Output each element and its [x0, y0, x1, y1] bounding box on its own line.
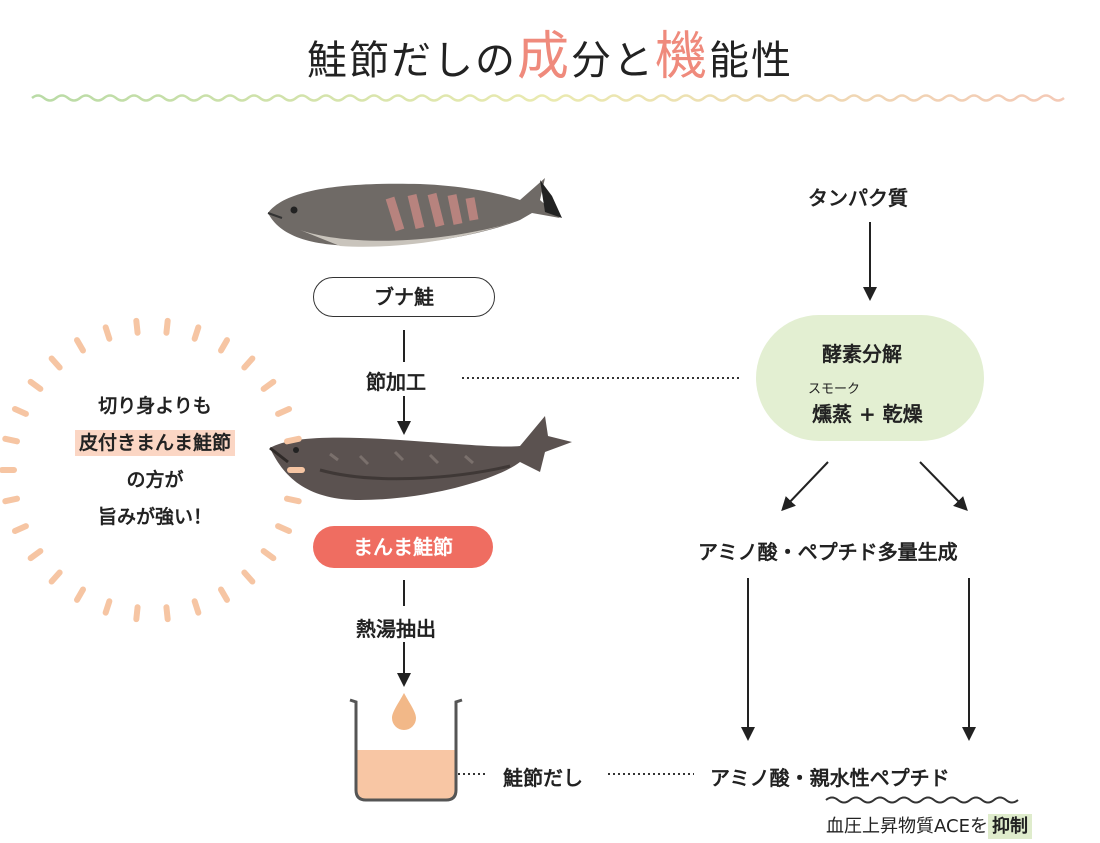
sunburst-ray	[27, 548, 44, 562]
bubble-line-2: 皮付きまんま鮭節	[74, 430, 235, 456]
sunburst-ray	[133, 604, 141, 623]
process-label-2: 熱湯抽出	[356, 617, 436, 641]
title-accent1: 成	[516, 27, 571, 87]
process-label-1: 節加工	[366, 370, 426, 394]
sunburst-ray	[163, 604, 171, 623]
sunburst-ray	[2, 435, 21, 445]
sunburst-ray	[74, 586, 86, 603]
sunburst-ray	[283, 435, 302, 445]
sunburst-ray	[163, 317, 171, 336]
amino-many-label: アミノ酸・ペプチド多量生成	[698, 540, 958, 564]
beaker-illustration	[349, 693, 463, 802]
sunburst-ray	[11, 523, 29, 535]
sunburst-ray	[102, 324, 113, 342]
sunburst-ray	[275, 405, 293, 417]
ace-text: 血圧上昇物質ACEを抑制	[826, 812, 1032, 839]
result-label: アミノ酸・親水性ペプチド	[710, 762, 950, 791]
sunburst-ray	[11, 405, 29, 417]
dashi-label: 鮭節だし	[503, 766, 583, 790]
title-part2: 分と	[571, 38, 655, 84]
ace-highlight: 抑制	[987, 814, 1032, 839]
sunburst-ray	[27, 378, 44, 392]
enzyme-label: 酵素分解	[822, 342, 902, 366]
sunburst-ray	[191, 598, 202, 616]
fish1-label: ブナ鮭	[313, 277, 495, 317]
smoke-label: 燻蒸 + 乾燥	[812, 402, 923, 426]
sunburst-ray	[283, 495, 302, 505]
sunburst-ray	[48, 355, 63, 371]
bubble-line-4: 旨みが強い！	[97, 506, 212, 528]
sunburst-ray	[218, 586, 230, 603]
result-part2: 親水性ペプチド	[809, 766, 950, 790]
sunburst-ray	[74, 337, 86, 354]
fish2-label: まんま鮭節	[313, 526, 493, 568]
ace-label: 血圧上昇物質ACEを	[826, 816, 988, 837]
salmon-fish-illustration	[267, 178, 562, 247]
title-part1: 鮭節だしの	[306, 38, 517, 84]
bubble-line-3: の方が	[126, 469, 184, 491]
wavy-divider	[31, 94, 1065, 102]
sunburst-ray	[275, 523, 293, 535]
protein-label: タンパク質	[808, 186, 908, 210]
sunburst-ray	[102, 598, 113, 616]
sunburst-ray	[260, 548, 277, 562]
sunburst-ray	[260, 378, 277, 392]
title-accent2: 機	[655, 27, 710, 87]
sunburst-decoration	[0, 317, 305, 623]
sunburst-ray	[191, 324, 202, 342]
smoke-ruby: スモーク	[808, 382, 861, 397]
result-part1: アミノ酸・	[710, 766, 810, 790]
sunburst-ray	[48, 569, 63, 585]
bubble-text: 切り身よりも 皮付きまんま鮭節 の方が 旨みが強い！	[40, 388, 270, 536]
wavy-underline	[825, 796, 1019, 804]
sunburst-ray	[241, 355, 256, 371]
bubble-line-1: 切り身よりも	[98, 395, 212, 417]
sunburst-ray	[241, 569, 256, 585]
sunburst-ray	[2, 495, 21, 505]
sunburst-ray	[218, 337, 230, 354]
dried-salmon-illustration	[269, 416, 572, 500]
title-part3: 能性	[709, 38, 794, 84]
enzyme-blob	[756, 315, 984, 441]
page-title: 鮭節だしの成分と機能性	[0, 14, 1100, 89]
droplet-icon	[392, 693, 416, 730]
sunburst-ray	[133, 317, 141, 336]
